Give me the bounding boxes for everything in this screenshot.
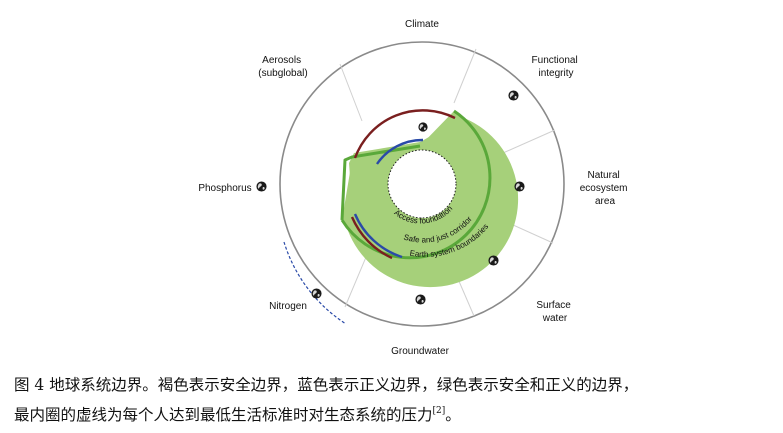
caption-line-2: 最内圈的虚线为每个人达到最低生活标准时对生态系统的压力[2]。 xyxy=(14,398,779,428)
aerosols-label: Aerosols (subglobal) xyxy=(258,55,307,79)
caption-reference: [2] xyxy=(432,406,446,416)
caption-line-2-text: 最内圈的虚线为每个人达到最低生活标准时对生态系统的压力 xyxy=(14,406,433,424)
globe-icon xyxy=(256,181,267,192)
just-boundary-dashed-arc xyxy=(283,241,347,325)
access-foundation-circle xyxy=(387,149,457,219)
figure-caption: 图 4 地球系统边界。褐色表示安全边界，蓝色表示正义边界，绿色表示安全和正义的边… xyxy=(14,372,779,428)
globe-icon xyxy=(488,255,499,266)
safe-and-just-boundary-left xyxy=(340,144,421,221)
globe-icon xyxy=(311,288,322,299)
outer-circle xyxy=(279,41,565,327)
just-boundary-arc-bottom xyxy=(353,213,403,259)
caption-line-1: 图 4 地球系统边界。褐色表示安全边界，蓝色表示正义边界，绿色表示安全和正义的边… xyxy=(14,376,639,394)
earth-system-boundaries-diagram: Access foundation Safe and just corridor… xyxy=(198,19,631,357)
globe-icon xyxy=(514,181,525,192)
safe-boundary-arc-bottom xyxy=(350,216,393,260)
climate-label: Climate xyxy=(405,19,439,30)
safe-boundary-arc-top xyxy=(353,109,456,159)
caption-end: 。 xyxy=(445,406,461,424)
groundwater-label: Groundwater xyxy=(391,346,449,357)
globe-icon xyxy=(415,294,426,305)
just-boundary-arc-top xyxy=(376,138,424,165)
surface-water-label: Surface water xyxy=(536,300,573,324)
safe-and-just-boundary-line xyxy=(340,109,492,260)
phosphorus-label: Phosphorus xyxy=(198,183,251,194)
functional-integrity-label: Functional integrity xyxy=(532,55,581,79)
globe-icon xyxy=(418,122,428,132)
nitrogen-label: Nitrogen xyxy=(269,301,307,312)
natural-ecosystem-area-label: Natural ecosystem area xyxy=(580,170,631,207)
globe-icon xyxy=(508,90,519,101)
